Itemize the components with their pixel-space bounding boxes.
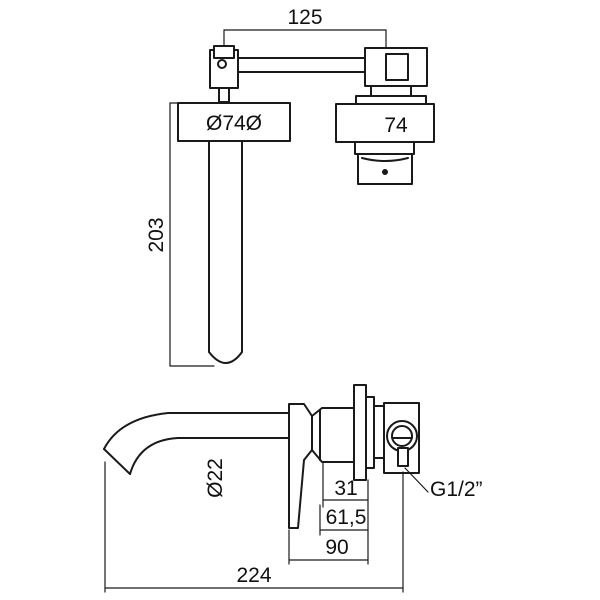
dim-90: 90 <box>288 529 369 565</box>
dim-label-203: 203 <box>145 217 168 252</box>
side-body <box>288 384 420 529</box>
spout-tube <box>208 140 243 364</box>
top-view: 125 Ø74Ø 203 <box>145 6 435 367</box>
dim-224: 224 <box>104 461 404 593</box>
dim-31: 31 <box>322 461 369 508</box>
dim-label-thread: G1/2” <box>430 478 483 501</box>
dim-label-dia22: Ø22 <box>204 458 227 498</box>
handle-top <box>355 47 428 105</box>
handle-body <box>354 141 415 185</box>
dim-61-5: 61,5 <box>319 504 369 536</box>
side-view: Ø22 G1/2” 31 61,5 90 224 <box>103 384 483 593</box>
dim-label-74: 74 <box>384 114 408 137</box>
dim-125: 125 <box>223 6 387 53</box>
dim-label-31: 31 <box>334 477 357 500</box>
dim-label-125: 125 <box>287 6 322 29</box>
dim-thread: G1/2” <box>404 467 483 501</box>
dim-label-90: 90 <box>325 536 348 559</box>
side-spout <box>103 412 297 475</box>
spout-rosette: Ø74Ø <box>177 102 291 142</box>
dim-label-rosette-dia: Ø74Ø <box>206 112 262 135</box>
dim-203: 203 <box>145 102 215 367</box>
dim-label-61-5: 61,5 <box>326 506 367 529</box>
connecting-arm <box>209 45 382 103</box>
dim-label-224: 224 <box>236 564 271 587</box>
handle-rosette: 74 <box>335 103 435 143</box>
